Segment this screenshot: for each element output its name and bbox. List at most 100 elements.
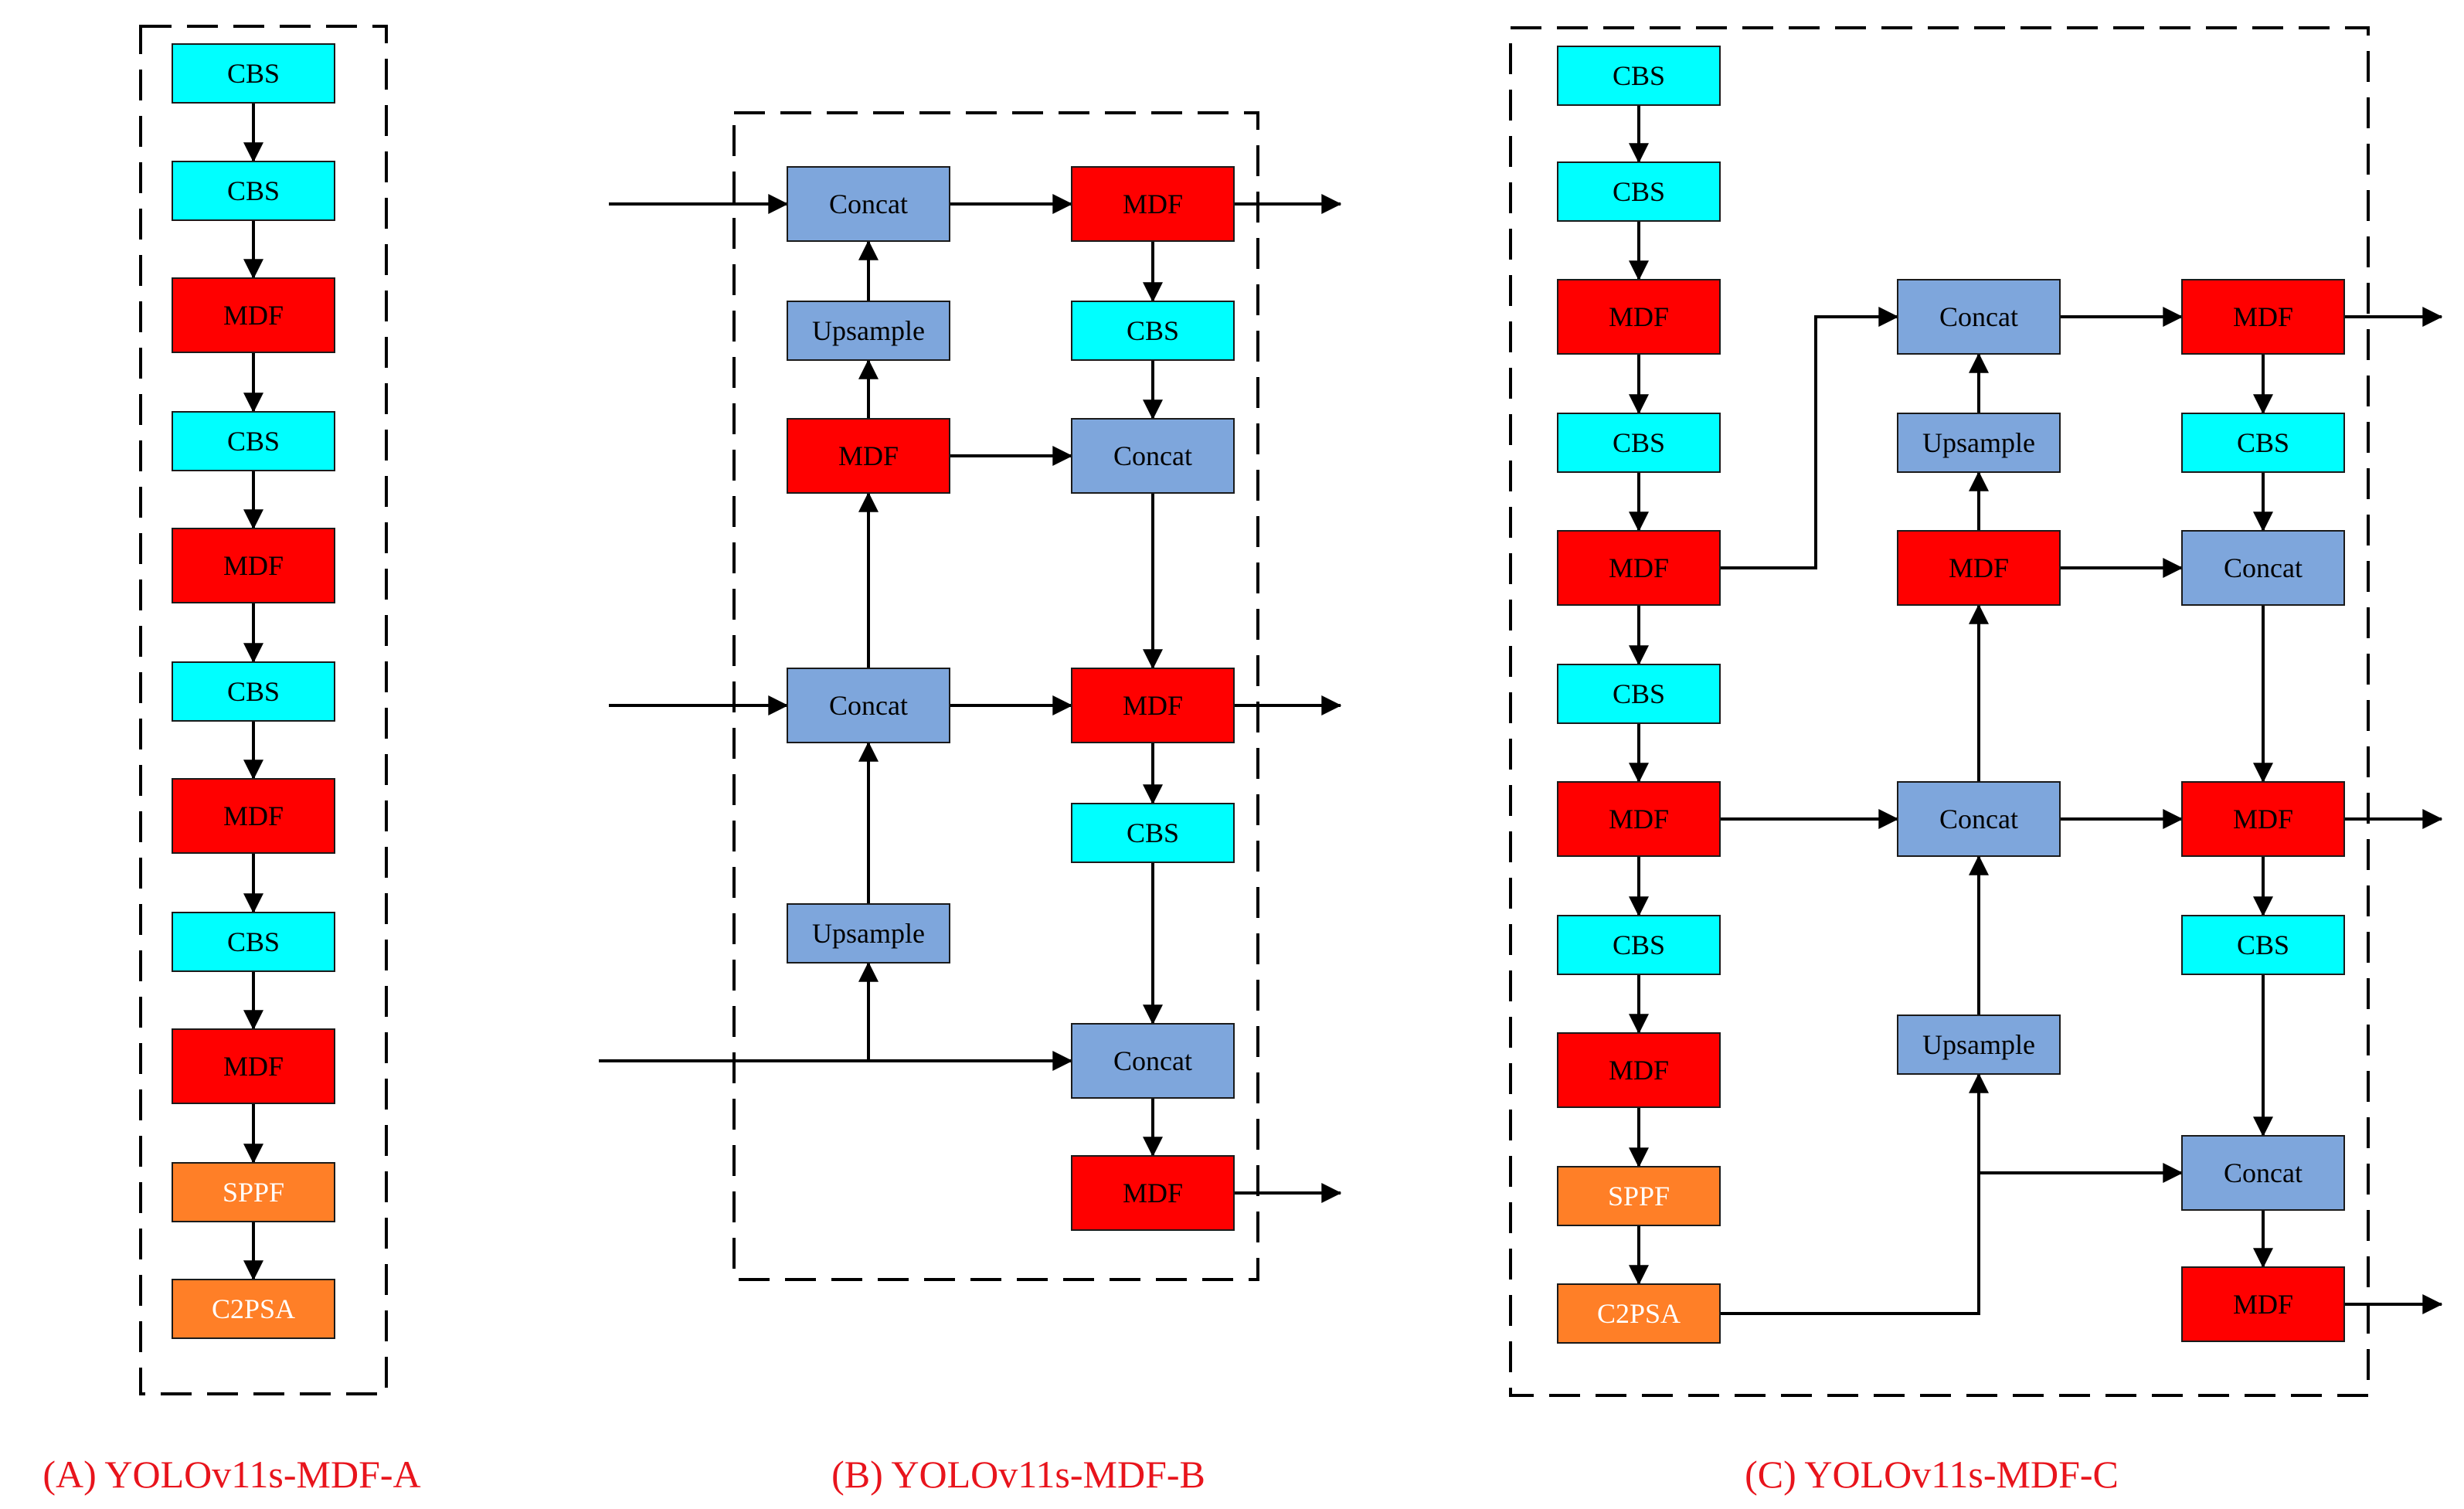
panel-c-backbone-5-mdf: MDF xyxy=(1557,530,1721,606)
panel-c-middle-3-mdf-label: MDF xyxy=(1949,552,2009,583)
panel-c-middle-1-concat: Concat xyxy=(1897,279,2061,355)
panel-c-right-1-mdf: MDF xyxy=(2181,279,2345,355)
panel-c-backbone-4-cbs-label: CBS xyxy=(1613,427,1665,458)
panel-c-backbone-1-cbs: CBS xyxy=(1557,46,1721,106)
panel-a-block-1-cbs-label: CBS xyxy=(227,58,280,89)
panel-c-frame xyxy=(1509,26,2370,1397)
panel-c-backbone-8-cbs-label: CBS xyxy=(1613,930,1665,960)
panel-c-middle-4-concat: Concat xyxy=(1897,781,2061,857)
panel-b-left-3-mdf: MDF xyxy=(787,418,950,494)
panel-a-block-10-sppf-label: SPPF xyxy=(223,1177,284,1208)
panel-a-block-5-mdf-label: MDF xyxy=(223,550,284,581)
panel-c-right-2-cbs: CBS xyxy=(2181,413,2345,473)
panel-a-block-4-cbs-label: CBS xyxy=(227,426,280,457)
panel-a-block-3-mdf-label: MDF xyxy=(223,300,284,331)
panel-c-right-4-mdf: MDF xyxy=(2181,781,2345,857)
panel-b-left-4-concat-label: Concat xyxy=(829,690,908,721)
panel-a-block-6-cbs: CBS xyxy=(172,661,335,722)
panel-b-right-5-cbs: CBS xyxy=(1071,803,1235,863)
panel-c-middle-5-upsample-label: Upsample xyxy=(1922,1029,2035,1060)
panel-c-right-6-concat: Concat xyxy=(2181,1135,2345,1211)
panel-c-middle-3-mdf: MDF xyxy=(1897,530,2061,606)
panel-c-backbone-10-sppf-label: SPPF xyxy=(1608,1181,1670,1212)
panel-a-block-1-cbs: CBS xyxy=(172,43,335,104)
panel-b-right-2-cbs: CBS xyxy=(1071,301,1235,361)
panel-c-right-5-cbs-label: CBS xyxy=(2237,930,2289,960)
panel-b-right-3-concat: Concat xyxy=(1071,418,1235,494)
panel-b-right-5-cbs-label: CBS xyxy=(1127,817,1179,848)
panel-b-left-1-concat-label: Concat xyxy=(829,189,908,219)
panel-a-block-10-sppf: SPPF xyxy=(172,1162,335,1222)
panel-b-left-2-upsample: Upsample xyxy=(787,301,950,361)
caption-panel-c: (C) YOLOv11s-MDF-C xyxy=(1745,1453,2119,1496)
panel-a-block-5-mdf: MDF xyxy=(172,528,335,603)
panel-c-right-7-mdf-label: MDF xyxy=(2233,1289,2293,1320)
panel-a-block-11-c2psa-label: C2PSA xyxy=(212,1293,295,1324)
panel-c-right-5-cbs: CBS xyxy=(2181,915,2345,975)
panel-a-block-8-cbs: CBS xyxy=(172,912,335,972)
panel-a-block-2-cbs: CBS xyxy=(172,161,335,221)
panel-c-right-3-concat-label: Concat xyxy=(2224,552,2303,583)
panel-b-right-2-cbs-label: CBS xyxy=(1127,315,1179,346)
panel-b-left-4-concat: Concat xyxy=(787,668,950,743)
panel-c-middle-2-upsample-label: Upsample xyxy=(1922,427,2035,458)
panel-c-backbone-6-cbs: CBS xyxy=(1557,664,1721,724)
panel-a-block-9-mdf: MDF xyxy=(172,1028,335,1104)
panel-b-right-7-mdf: MDF xyxy=(1071,1155,1235,1231)
panel-c-right-1-mdf-label: MDF xyxy=(2233,301,2293,332)
panel-a-block-3-mdf: MDF xyxy=(172,277,335,353)
panel-c-backbone-3-mdf: MDF xyxy=(1557,279,1721,355)
panel-c-backbone-9-mdf-label: MDF xyxy=(1609,1055,1669,1086)
panel-c-right-2-cbs-label: CBS xyxy=(2237,427,2289,458)
panel-c-backbone-4-cbs: CBS xyxy=(1557,413,1721,473)
panel-c-middle-1-concat-label: Concat xyxy=(1939,301,2018,332)
panel-a-frame xyxy=(139,25,388,1395)
panel-a-block-2-cbs-label: CBS xyxy=(227,175,280,206)
panel-c-right-4-mdf-label: MDF xyxy=(2233,804,2293,834)
caption-panel-a: (A) YOLOv11s-MDF-A xyxy=(42,1453,420,1496)
panel-c-backbone-1-cbs-label: CBS xyxy=(1613,60,1665,91)
panel-b-left-3-mdf-label: MDF xyxy=(838,440,899,471)
panel-c-link-mdf1 xyxy=(1720,307,1899,569)
panel-c-right-6-concat-label: Concat xyxy=(2224,1157,2303,1188)
panel-a-block-11-c2psa: C2PSA xyxy=(172,1279,335,1339)
panel-c-middle-2-upsample: Upsample xyxy=(1897,413,2061,473)
panel-c-backbone-3-mdf-label: MDF xyxy=(1609,301,1669,332)
panel-b-right-1-mdf-label: MDF xyxy=(1123,189,1183,219)
panel-c-backbone-8-cbs: CBS xyxy=(1557,915,1721,975)
panel-b-left-5-upsample: Upsample xyxy=(787,903,950,964)
panel-a-block-8-cbs-label: CBS xyxy=(227,926,280,957)
panel-b-right-6-concat-label: Concat xyxy=(1113,1045,1192,1076)
panel-c-backbone-7-mdf-label: MDF xyxy=(1609,804,1669,834)
panel-c-backbone-10-sppf: SPPF xyxy=(1557,1166,1721,1226)
panel-c-middle-4-concat-label: Concat xyxy=(1939,804,2018,834)
panel-c-backbone-11-c2psa: C2PSA xyxy=(1557,1283,1721,1344)
panel-b-right-1-mdf: MDF xyxy=(1071,166,1235,242)
panel-c-backbone-5-mdf-label: MDF xyxy=(1609,552,1669,583)
panel-b-left-2-upsample-label: Upsample xyxy=(812,315,925,346)
panel-a-block-7-mdf: MDF xyxy=(172,778,335,854)
panel-c-backbone-2-cbs-label: CBS xyxy=(1613,176,1665,207)
panel-c-right-3-concat: Concat xyxy=(2181,530,2345,606)
panel-b-right-7-mdf-label: MDF xyxy=(1123,1178,1183,1208)
panel-b-right-3-concat-label: Concat xyxy=(1113,440,1192,471)
panel-b-right-4-mdf: MDF xyxy=(1071,668,1235,743)
panel-c-backbone-2-cbs: CBS xyxy=(1557,161,1721,222)
panel-c-middle-5-upsample: Upsample xyxy=(1897,1014,2061,1075)
panel-a-block-6-cbs-label: CBS xyxy=(227,676,280,707)
panel-b-left-5-upsample-label: Upsample xyxy=(812,918,925,949)
caption-panel-b: (B) YOLOv11s-MDF-B xyxy=(831,1453,1205,1496)
panel-b-right-6-concat: Concat xyxy=(1071,1023,1235,1099)
panel-c-backbone-9-mdf: MDF xyxy=(1557,1032,1721,1108)
panel-c-right-7-mdf: MDF xyxy=(2181,1266,2345,1342)
panel-c-backbone-6-cbs-label: CBS xyxy=(1613,678,1665,709)
panel-b-left-1-concat: Concat xyxy=(787,166,950,242)
panel-a-block-9-mdf-label: MDF xyxy=(223,1051,284,1082)
panel-c-link-c2psa xyxy=(1720,1072,1989,1315)
panel-b-right-4-mdf-label: MDF xyxy=(1123,690,1183,721)
panel-c-backbone-7-mdf: MDF xyxy=(1557,781,1721,857)
panel-a-block-7-mdf-label: MDF xyxy=(223,800,284,831)
panel-b-frame xyxy=(732,111,1259,1281)
panel-c-backbone-11-c2psa-label: C2PSA xyxy=(1597,1298,1681,1329)
